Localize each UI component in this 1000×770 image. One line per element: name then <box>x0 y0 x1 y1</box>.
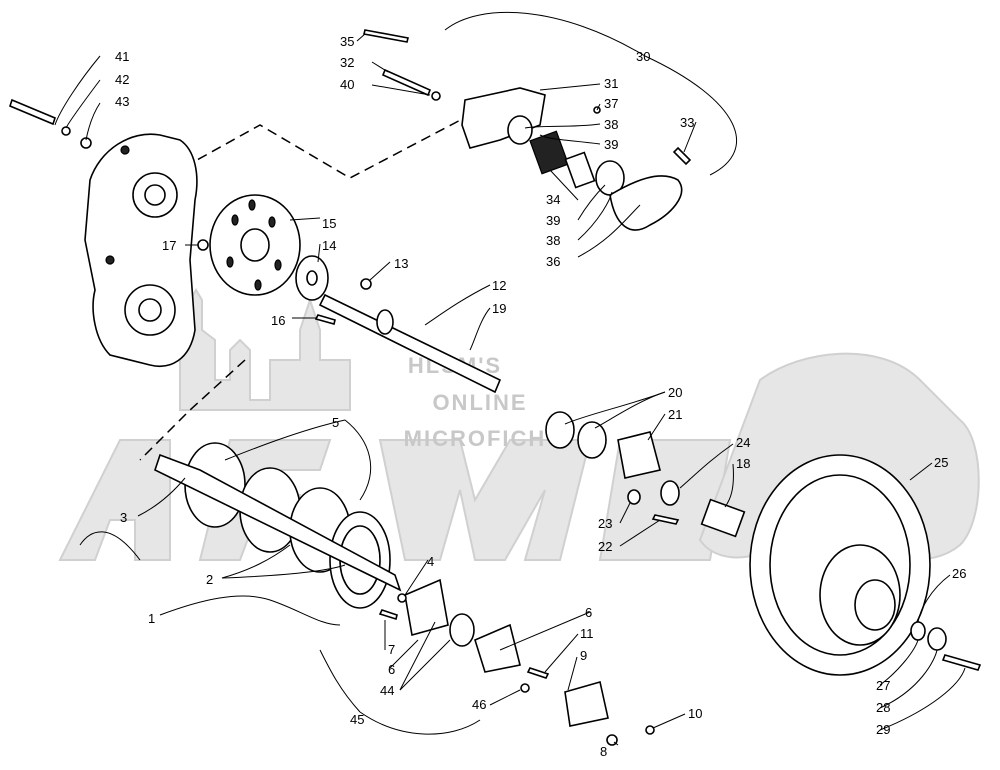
callout-2: 2 <box>206 572 213 587</box>
callout-14: 14 <box>322 238 336 253</box>
callout-37: 37 <box>604 96 618 111</box>
callout-40: 40 <box>340 77 354 92</box>
brake-disc <box>209 194 301 296</box>
watermark-line-3: MICROFICH <box>404 426 547 451</box>
callout-28: 28 <box>876 700 890 715</box>
callout-41: 41 <box>115 49 129 64</box>
callout-30: 30 <box>636 49 650 64</box>
callout-3: 3 <box>120 510 127 525</box>
callout-7: 7 <box>388 642 395 657</box>
callout-39-top: 39 <box>604 137 618 152</box>
assembly-lines <box>139 114 471 461</box>
callout-17: 17 <box>162 238 176 253</box>
callout-11: 11 <box>580 626 594 641</box>
callout-6-right: 6 <box>585 605 592 620</box>
callout-31: 31 <box>604 76 618 91</box>
callout-35: 35 <box>340 34 354 49</box>
callout-15: 15 <box>322 216 336 231</box>
callout-44: 44 <box>380 683 394 698</box>
watermark-castle-icon <box>179 288 351 411</box>
callout-46: 46 <box>472 697 486 712</box>
drive-wheel <box>749 454 947 676</box>
callout-6-left: 6 <box>388 662 395 677</box>
callout-9: 9 <box>580 648 587 663</box>
callout-18: 18 <box>736 456 750 471</box>
brake-caliper <box>461 87 683 231</box>
callout-33: 33 <box>680 115 694 130</box>
callout-22: 22 <box>598 539 612 554</box>
callout-39-bottom: 39 <box>546 213 560 228</box>
callout-12: 12 <box>492 278 506 293</box>
callout-8: 8 <box>600 744 607 759</box>
callout-4: 4 <box>427 554 434 569</box>
callout-42: 42 <box>115 72 129 87</box>
callout-25: 25 <box>934 455 948 470</box>
callout-5: 5 <box>332 415 339 430</box>
callout-16: 16 <box>271 313 285 328</box>
callouts: 41 42 43 35 32 40 30 31 37 38 39 33 34 3… <box>115 34 966 759</box>
watermark-line-2: ONLINE <box>432 390 527 415</box>
drive-sprockets <box>154 442 402 609</box>
bearings <box>404 411 746 727</box>
chaincase-housing <box>84 133 198 367</box>
callout-1: 1 <box>148 611 155 626</box>
callout-38-top: 38 <box>604 117 618 132</box>
callout-43: 43 <box>115 94 129 109</box>
callout-23: 23 <box>598 516 612 531</box>
callout-19: 19 <box>492 301 506 316</box>
callout-20: 20 <box>668 385 682 400</box>
callout-24: 24 <box>736 435 750 450</box>
callout-34: 34 <box>546 192 560 207</box>
brake-hub-bore <box>306 270 318 286</box>
callout-45: 45 <box>350 712 364 727</box>
callout-38-bottom: 38 <box>546 233 560 248</box>
fasteners <box>9 29 982 746</box>
leader-lines <box>54 11 966 746</box>
callout-32: 32 <box>340 55 354 70</box>
callout-10: 10 <box>688 706 702 721</box>
callout-21: 21 <box>668 407 682 422</box>
callout-27: 27 <box>876 678 890 693</box>
callout-36: 36 <box>546 254 560 269</box>
callout-26: 26 <box>952 566 966 581</box>
jackshaft <box>318 293 502 394</box>
callout-13: 13 <box>394 256 408 271</box>
callout-29: 29 <box>876 722 890 737</box>
